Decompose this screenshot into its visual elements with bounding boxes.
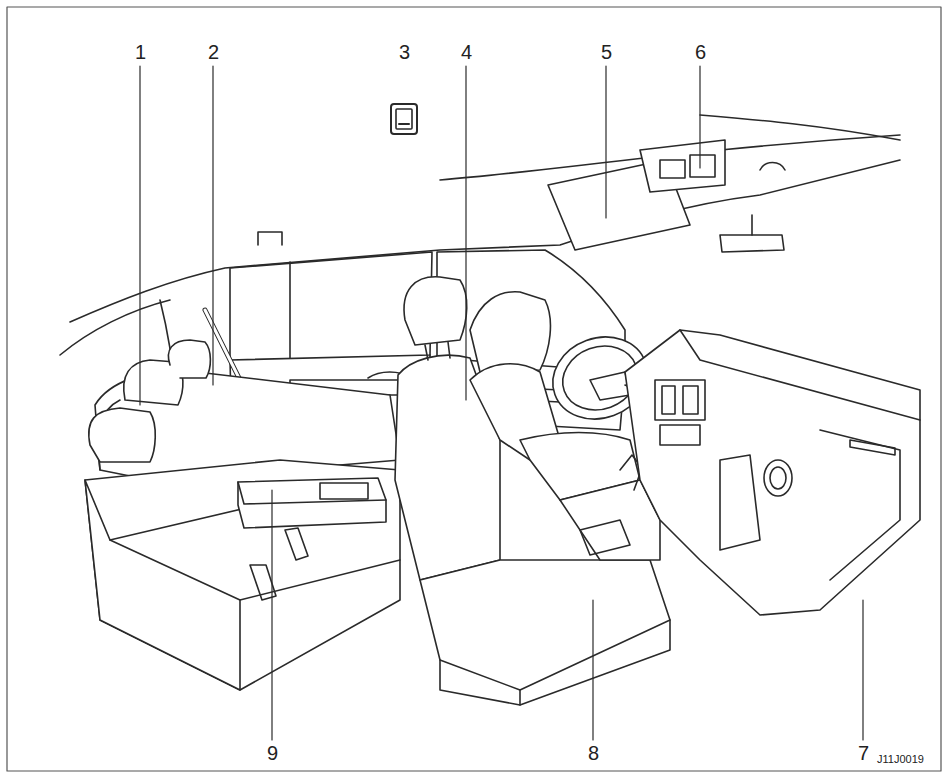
callout-number: 7 xyxy=(858,743,869,763)
callout-number: 8 xyxy=(588,743,599,763)
callout-number: 5 xyxy=(601,42,612,62)
callout-number: 6 xyxy=(695,42,706,62)
callout-number: 4 xyxy=(461,42,472,62)
callout-number: 1 xyxy=(135,42,146,62)
figure-code: J11J0019 xyxy=(877,754,924,765)
callout-number: 3 xyxy=(399,42,410,62)
callout-number: 2 xyxy=(208,42,219,62)
callout-number: 9 xyxy=(267,743,278,763)
